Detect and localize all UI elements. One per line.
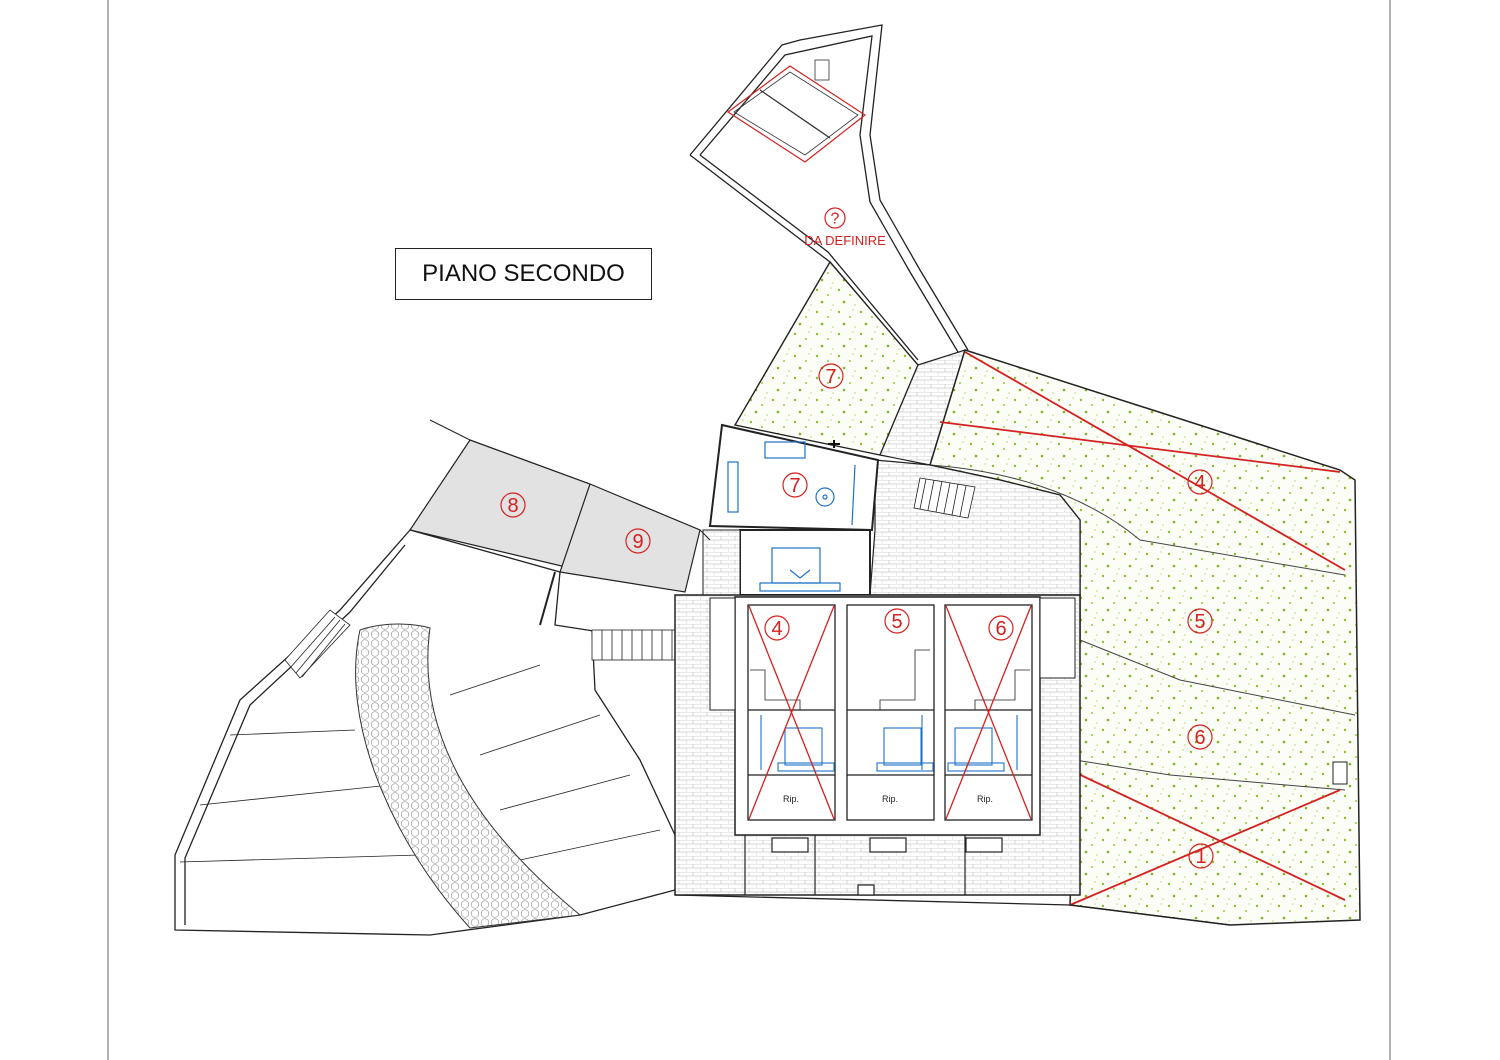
balconies: [744, 835, 1003, 896]
lower-left-terraces: [174, 529, 711, 936]
undefined-label: DA DEFINIRE: [804, 233, 886, 248]
unit-4-storage-label: Rip.: [783, 794, 799, 804]
garden-5-label: 5: [1194, 611, 1205, 633]
unit-5-storage-label: Rip.: [882, 794, 898, 804]
lot-9-label: 9: [632, 531, 643, 553]
garden-6-label: 6: [1194, 727, 1205, 749]
garden-1-label: 1: [1195, 846, 1206, 868]
lots-8-9: [409, 419, 711, 593]
cobblestone-path: [355, 623, 582, 929]
unit-5-label: 5: [891, 611, 902, 633]
main-building: [674, 594, 1081, 896]
undefined-symbol: ?: [831, 211, 840, 228]
courtyard-stairs: [913, 477, 976, 519]
unit-5: [846, 604, 935, 821]
unit-4-label: 4: [771, 618, 782, 640]
right-gardens: [929, 349, 1361, 926]
upper-stairs: [591, 629, 683, 661]
garden-4-label: 4: [1194, 472, 1205, 494]
left-stairs: [284, 609, 351, 679]
unit-6-storage-label: Rip.: [977, 794, 993, 804]
apartment-7-label: 7: [789, 475, 800, 497]
apartment-7: [702, 423, 880, 596]
lot-8-label: 8: [507, 495, 518, 517]
plan-title: PIANO SECONDO: [395, 248, 652, 300]
bedroom-furniture: [760, 715, 1018, 772]
undefined-area-label: ? DA DEFINIRE: [804, 207, 886, 248]
unit-6-label: 6: [995, 618, 1006, 640]
garden-7-label: 7: [825, 366, 836, 388]
